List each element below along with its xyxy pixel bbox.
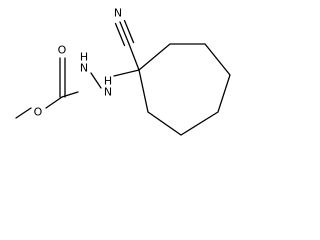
- ether-oxygen-label: O: [34, 106, 43, 119]
- bond-methyl-oxygen: [15, 107, 32, 119]
- bond-quaternary-nitrile: [128, 43, 140, 71]
- bond-nitrile-triple-3: [114, 22, 126, 47]
- hydrazine-h2-label: H: [104, 75, 112, 88]
- bond-nitrile-triple-1: [119, 21, 130, 45]
- cycloheptane-ring: [138, 43, 231, 136]
- bond-nitrile-triple-2: [123, 19, 135, 44]
- hydrazine-n2-label: N: [104, 86, 112, 99]
- bond-carbonyl-n1: [61, 91, 79, 98]
- carbonyl-oxygen-label: O: [58, 44, 67, 57]
- bond-oxygen-carbonyl: [45, 96, 63, 109]
- bonds: [15, 19, 231, 136]
- bond-n1-n2: [90, 72, 102, 89]
- structure-drawing: O O N H N H N: [15, 7, 231, 136]
- hydrazine-n1-label: N: [80, 62, 88, 75]
- atom-labels: O O N H N H N: [34, 7, 122, 119]
- hydrazine-h1-label: H: [80, 51, 88, 64]
- bond-n2-quaternary: [113, 69, 140, 77]
- nitrile-nitrogen-label: N: [114, 7, 122, 20]
